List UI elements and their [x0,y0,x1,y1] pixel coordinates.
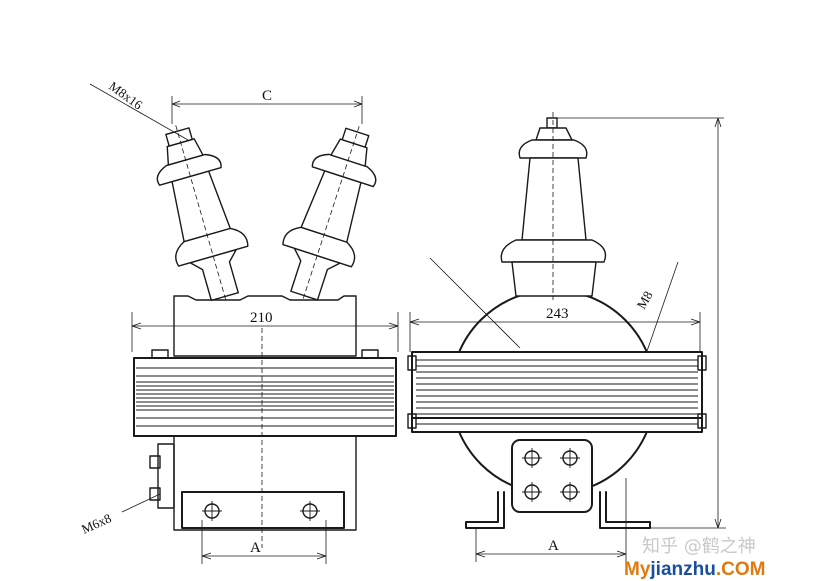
zhihu-watermark: 知乎 @鹤之神 [642,536,756,557]
vertical-bushing [500,112,607,300]
left-core-laminations [136,367,394,427]
svg-text:Myjianzhu.COM: Myjianzhu.COM [624,559,765,580]
terminal-bolts [522,448,580,502]
site-watermark-part1: My [624,559,651,580]
right-mounting-foot [599,491,651,529]
dim-210-label: 210 [250,310,273,326]
left-mounting-foot [465,491,505,529]
right-core-lower [411,417,703,433]
dim-a-right-label: A [548,538,559,554]
left-core [133,357,397,437]
bushing-base [173,295,357,357]
right-bushing [282,126,377,302]
bolt-top-label: M8x16 [106,78,146,113]
left-bushing [156,125,249,303]
right-view: 243 M8 [407,112,726,562]
site-watermark: Myjianzhu.COM [624,559,765,580]
right-terminal-box [511,439,593,513]
bolt-side-label: M6x8 [79,510,113,536]
dim-c-label: C [262,88,272,104]
dim-243-label: 243 [546,306,569,322]
left-view: C M8x16 210 [79,78,399,564]
left-lower-housing [173,435,357,531]
left-terminal-plate [181,491,345,529]
site-watermark-part3: .COM [716,559,766,580]
dim-a-left-label: A [250,540,261,556]
site-watermark-part2: jianzhu [649,559,715,580]
right-core-upper [411,351,703,419]
right-core-laminations [416,359,698,425]
thread-m8-label: M8 [634,288,656,311]
